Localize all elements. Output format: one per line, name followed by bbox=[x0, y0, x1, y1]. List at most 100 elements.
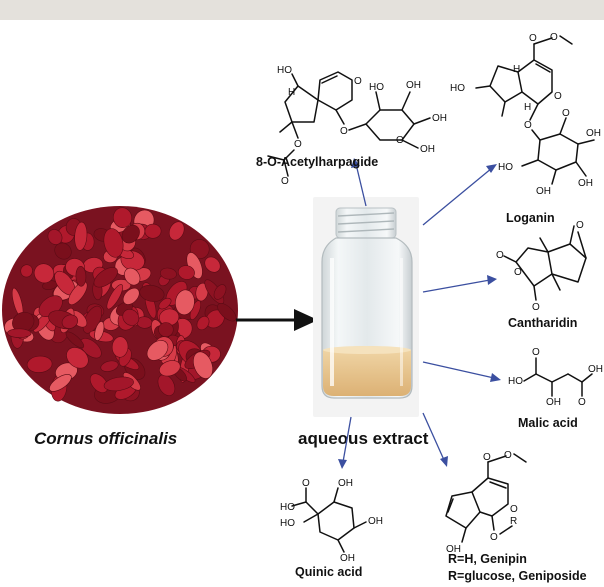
svg-text:O: O bbox=[281, 176, 289, 187]
svg-text:O: O bbox=[554, 91, 562, 102]
svg-text:OH: OH bbox=[338, 478, 353, 489]
berry bbox=[193, 351, 213, 379]
berry bbox=[159, 267, 177, 280]
berry bbox=[74, 221, 88, 251]
berry bbox=[159, 360, 181, 377]
svg-text:O: O bbox=[550, 32, 558, 43]
berry bbox=[158, 322, 174, 338]
berry bbox=[217, 303, 237, 322]
svg-text:OH: OH bbox=[586, 128, 601, 139]
berry bbox=[47, 229, 63, 245]
svg-text:HO: HO bbox=[508, 376, 523, 387]
berry bbox=[195, 282, 209, 302]
berry bbox=[144, 223, 162, 239]
berry bbox=[66, 347, 89, 369]
structure-quinic-acid: HO O HO OH OH OH bbox=[280, 478, 383, 564]
berry bbox=[121, 224, 140, 244]
berry bbox=[177, 265, 195, 280]
label-genipin: R=H, Genipin bbox=[448, 552, 527, 566]
main-arrow bbox=[236, 309, 318, 331]
svg-text:O: O bbox=[354, 76, 362, 87]
structure-acetylharpagide: HO H O O O HO OH OH OH O O bbox=[267, 65, 447, 187]
vial-image bbox=[313, 197, 419, 417]
svg-text:O: O bbox=[490, 532, 498, 543]
svg-text:O: O bbox=[562, 108, 570, 119]
berry bbox=[26, 355, 53, 373]
structure-cantharidin: O O O O bbox=[496, 220, 587, 313]
structure-loganin: O O O HO H H O O OH HO OH bbox=[450, 32, 601, 197]
structure-genipin: O O O OH O R bbox=[445, 450, 527, 555]
svg-text:OH: OH bbox=[340, 553, 355, 564]
cornus-berries-image bbox=[2, 206, 238, 414]
svg-text:H: H bbox=[513, 64, 520, 75]
source-label: Cornus officinalis bbox=[34, 429, 177, 448]
svg-text:O: O bbox=[514, 267, 522, 278]
arrows bbox=[338, 158, 501, 469]
svg-text:O: O bbox=[578, 397, 586, 408]
structure-malic-acid: HO O OH O OH bbox=[508, 347, 603, 408]
berry bbox=[61, 314, 79, 329]
svg-text:O: O bbox=[532, 347, 540, 358]
svg-text:HO: HO bbox=[450, 83, 465, 94]
berry bbox=[204, 256, 221, 273]
berry bbox=[103, 376, 134, 392]
svg-text:OH: OH bbox=[446, 544, 461, 555]
berry bbox=[168, 221, 185, 241]
berry bbox=[33, 263, 55, 284]
svg-text:O: O bbox=[302, 478, 310, 489]
berry bbox=[89, 373, 109, 393]
berry bbox=[111, 336, 129, 358]
berry bbox=[103, 228, 124, 258]
berry bbox=[7, 328, 32, 338]
svg-text:HO: HO bbox=[369, 82, 384, 93]
berry bbox=[122, 309, 140, 326]
berry bbox=[213, 284, 227, 300]
svg-text:R: R bbox=[510, 516, 517, 527]
berry bbox=[139, 284, 165, 302]
svg-text:O: O bbox=[340, 126, 348, 137]
label-loganin: Loganin bbox=[506, 211, 555, 225]
berry bbox=[100, 360, 119, 372]
berry bbox=[157, 374, 176, 396]
svg-text:OH: OH bbox=[406, 80, 421, 91]
berry bbox=[93, 267, 118, 288]
svg-text:OH: OH bbox=[420, 144, 435, 155]
svg-text:O: O bbox=[504, 450, 512, 461]
svg-text:O: O bbox=[529, 33, 537, 44]
berry bbox=[94, 321, 105, 341]
svg-text:O: O bbox=[576, 220, 584, 231]
svg-text:O: O bbox=[496, 250, 504, 261]
svg-text:HO: HO bbox=[280, 502, 295, 513]
svg-text:HO: HO bbox=[498, 162, 513, 173]
label-acetylharpagide: 8-O-Acetylharpagide bbox=[256, 155, 378, 169]
berry bbox=[112, 207, 133, 228]
svg-text:OH: OH bbox=[432, 113, 447, 124]
berry bbox=[20, 264, 33, 278]
berry bbox=[65, 331, 85, 349]
berry bbox=[175, 289, 195, 316]
svg-text:O: O bbox=[510, 504, 518, 515]
berry bbox=[122, 287, 140, 305]
berry bbox=[54, 242, 72, 260]
berry bbox=[49, 374, 72, 392]
svg-text:O: O bbox=[294, 139, 302, 150]
extract-label: aqueous extract bbox=[298, 429, 429, 448]
svg-text:O: O bbox=[524, 120, 532, 131]
svg-text:O: O bbox=[532, 302, 540, 313]
svg-text:HO: HO bbox=[280, 518, 295, 529]
svg-text:H: H bbox=[524, 102, 531, 113]
berry bbox=[75, 266, 87, 287]
svg-text:H: H bbox=[288, 87, 295, 98]
svg-text:OH: OH bbox=[546, 397, 561, 408]
berry bbox=[158, 297, 172, 310]
svg-text:HO: HO bbox=[277, 65, 292, 76]
top-band bbox=[0, 0, 604, 20]
svg-text:O: O bbox=[483, 452, 491, 463]
label-cantharidin: Cantharidin bbox=[508, 316, 577, 330]
label-geniposide: R=glucose, Geniposide bbox=[448, 569, 587, 583]
berry bbox=[106, 284, 124, 310]
svg-text:OH: OH bbox=[368, 516, 383, 527]
berry bbox=[146, 340, 169, 361]
